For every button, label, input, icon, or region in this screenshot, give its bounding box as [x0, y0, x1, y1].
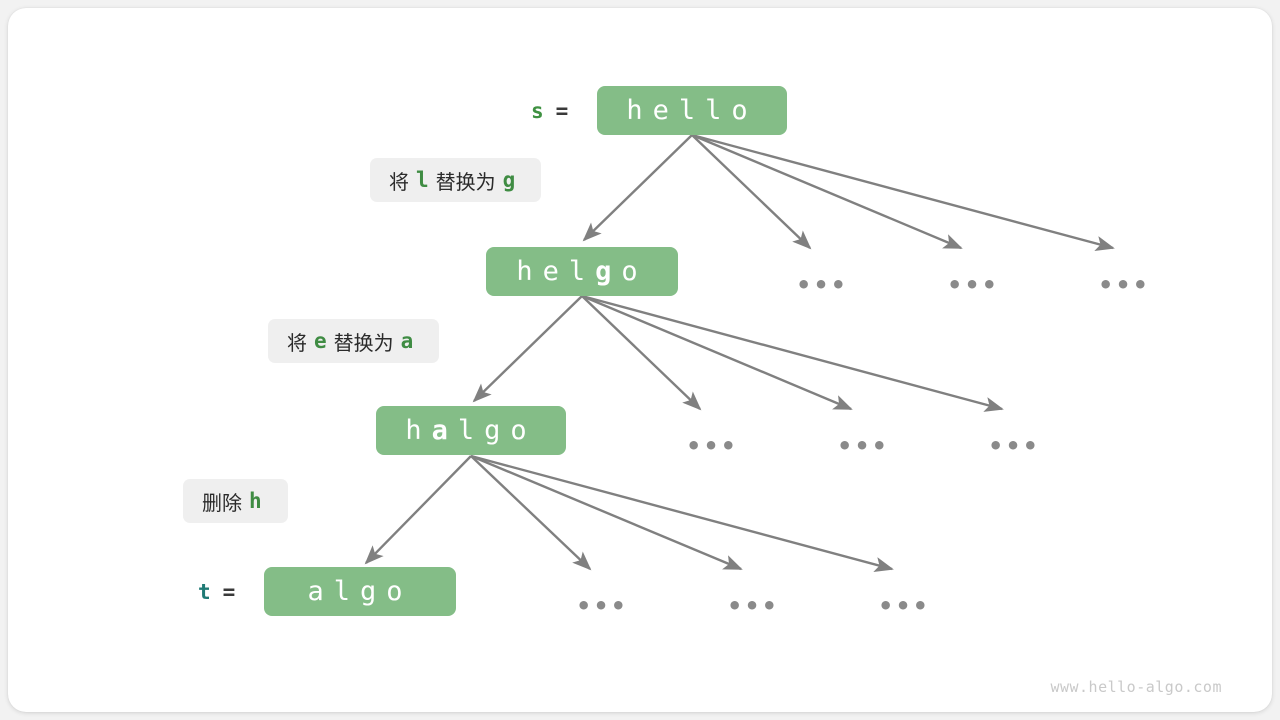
- operation-chip-replace-l-with-g: 将 l 替换为 g: [370, 158, 542, 202]
- op1-from-char: l: [416, 168, 429, 192]
- char-e: e: [652, 95, 679, 126]
- ellipsis-l3-branch-3: •••: [988, 432, 1041, 460]
- variable-name-t: t: [198, 579, 211, 604]
- op1-prefix-text: 将: [389, 169, 409, 194]
- char-l: l: [457, 415, 485, 446]
- ellipsis-l3-branch-2: •••: [837, 432, 890, 460]
- op2-from-char: e: [314, 329, 327, 353]
- char-o: o: [386, 576, 413, 607]
- char-l: l: [333, 576, 360, 607]
- variable-label-s: s =: [531, 86, 568, 135]
- char-e: e: [542, 256, 569, 287]
- char-h: h: [626, 95, 653, 126]
- op1-to-char: g: [502, 168, 516, 192]
- ellipsis-l4-branch-3: •••: [878, 592, 931, 620]
- op1-middle-text: 替换为: [435, 169, 496, 194]
- char-a: a: [307, 576, 334, 607]
- char-l: l: [568, 256, 596, 287]
- equals-sign-t: =: [222, 579, 236, 604]
- ellipsis-l2-branch-1: •••: [796, 271, 849, 299]
- op2-prefix-text: 将: [287, 330, 307, 355]
- ellipsis-l3-branch-1: •••: [686, 432, 739, 460]
- char-h: h: [516, 256, 543, 287]
- char-h: h: [405, 415, 432, 446]
- char-g: g: [360, 576, 387, 607]
- op3-from-char: h: [249, 489, 262, 513]
- char-o: o: [731, 95, 758, 126]
- variable-name-s: s: [531, 98, 544, 123]
- ellipsis-l4-branch-1: •••: [576, 592, 629, 620]
- char-l1: l: [678, 95, 706, 126]
- char-g-highlighted: g: [595, 256, 622, 287]
- ellipsis-l4-branch-2: •••: [727, 592, 780, 620]
- char-l2: l: [705, 95, 732, 126]
- op2-to-char: a: [400, 329, 414, 353]
- op2-middle-text: 替换为: [333, 330, 394, 355]
- char-o: o: [510, 415, 537, 446]
- equals-sign-s: =: [555, 98, 569, 123]
- char-o: o: [621, 256, 648, 287]
- ellipsis-l2-branch-2: •••: [947, 271, 1000, 299]
- char-a-highlighted: a: [431, 415, 458, 446]
- char-g: g: [484, 415, 511, 446]
- operation-chip-replace-e-with-a: 将 e 替换为 a: [268, 319, 440, 363]
- ellipsis-l2-branch-3: •••: [1098, 271, 1151, 299]
- op3-prefix-text: 删除: [202, 490, 242, 515]
- operation-chip-delete-h: 删除 h: [183, 479, 288, 523]
- variable-label-t: t =: [198, 567, 235, 616]
- watermark: www.hello-algo.com: [1050, 678, 1222, 696]
